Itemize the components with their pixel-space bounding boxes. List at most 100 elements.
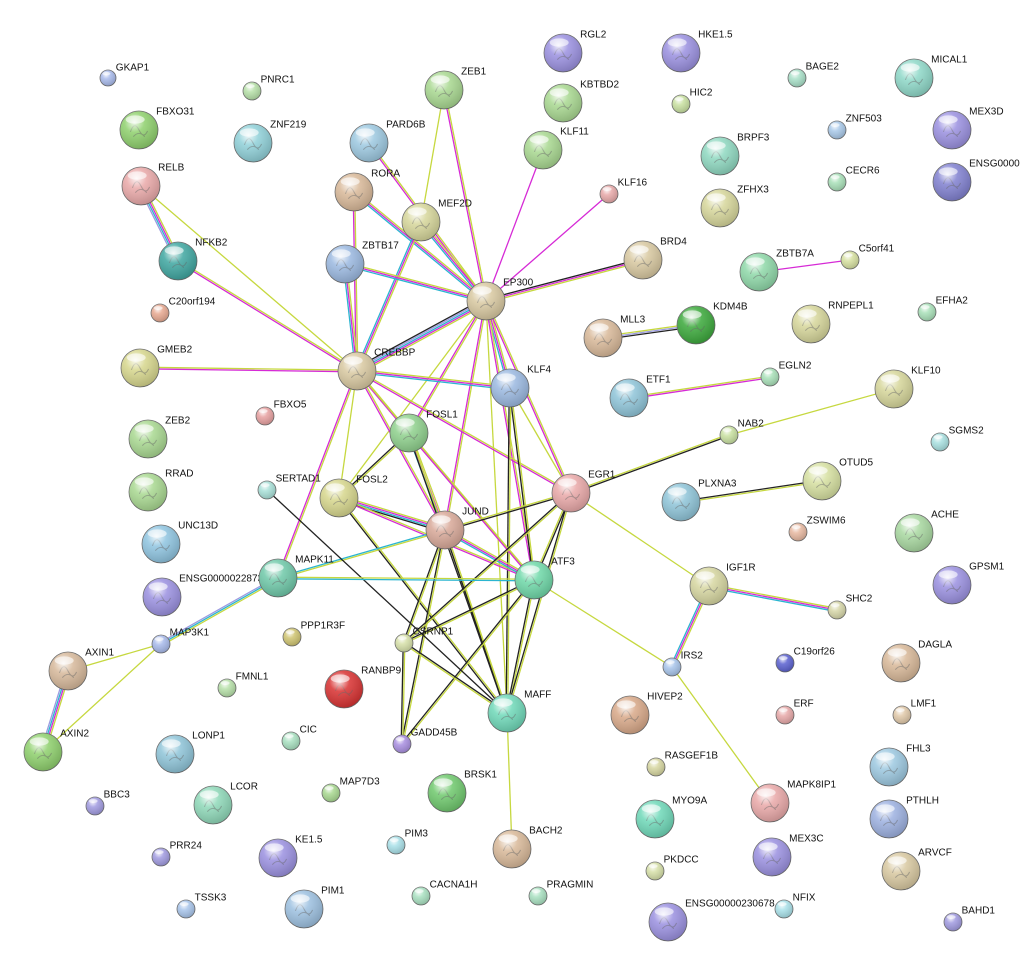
node-HIC2[interactable]: HIC2 (671, 88, 713, 114)
node-KLF4[interactable]: KLF4 (490, 365, 551, 408)
node-SGMS2[interactable]: SGMS2 (930, 426, 984, 452)
node-FMNL1[interactable]: FMNL1 (217, 672, 269, 698)
node-PARD6B[interactable]: PARD6B (349, 120, 426, 163)
node-IRS2[interactable]: IRS2 (662, 651, 703, 677)
node-CSRNP1[interactable]: CSRNP1 (394, 627, 454, 653)
node-MAP7D3[interactable]: MAP7D3 (321, 777, 380, 803)
node-PIM3[interactable]: PIM3 (386, 829, 428, 855)
node-KE1.5[interactable]: KE1.5 (258, 835, 323, 878)
node-ZEB1[interactable]: ZEB1 (424, 67, 487, 110)
node-KLF16[interactable]: KLF16 (599, 178, 648, 204)
node-SERTAD1[interactable]: SERTAD1 (257, 474, 321, 500)
node-PPP1R3F[interactable]: PPP1R3F (282, 621, 345, 647)
node-EGLN2[interactable]: EGLN2 (760, 361, 812, 387)
node-TSSK3[interactable]: TSSK3 (176, 893, 227, 919)
node-NAB2[interactable]: NAB2 (719, 419, 764, 445)
node-GMEB2[interactable]: GMEB2 (120, 345, 193, 388)
node-CREBBP[interactable]: CREBBP (337, 348, 416, 391)
node-MYO9A[interactable]: MYO9A (635, 796, 707, 839)
node-IGF1R[interactable]: IGF1R (689, 563, 756, 606)
node-EP300[interactable]: EP300 (466, 278, 534, 321)
node-CIC[interactable]: CIC (281, 725, 317, 751)
node-MEF2D[interactable]: MEF2D (401, 199, 472, 242)
node-MEX3D[interactable]: MEX3D (932, 107, 1004, 150)
node-C20orf194[interactable]: C20orf194 (150, 297, 216, 323)
node-BAHD1[interactable]: BAHD1 (943, 906, 995, 932)
node-PTHLH[interactable]: PTHLH (869, 796, 939, 839)
node-UNC13D[interactable]: UNC13D (141, 521, 218, 564)
node-RGL2[interactable]: RGL2 (543, 30, 607, 73)
node-PRR24[interactable]: PRR24 (151, 841, 202, 867)
node-CECR6[interactable]: CECR6 (827, 166, 880, 192)
node-HIVEP2[interactable]: HIVEP2 (610, 692, 683, 735)
node-ERF[interactable]: ERF (775, 699, 814, 725)
node-ARVCF[interactable]: ARVCF (881, 848, 952, 891)
node-PRAGMIN[interactable]: PRAGMIN (528, 880, 593, 906)
node-KLF10[interactable]: KLF10 (874, 366, 941, 409)
node-NFIX[interactable]: NFIX (774, 893, 816, 919)
node-MEX3C[interactable]: MEX3C (752, 834, 824, 877)
node-CACNA1H[interactable]: CACNA1H (411, 880, 477, 906)
node-RANBP9[interactable]: RANBP9 (324, 666, 402, 709)
node-KLF11[interactable]: KLF11 (523, 127, 589, 170)
node-JUND[interactable]: JUND (425, 507, 489, 550)
node-MICAL1[interactable]: MICAL1 (894, 55, 968, 98)
node-LCOR[interactable]: LCOR (193, 782, 258, 825)
node-RNPEPL1[interactable]: RNPEPL1 (791, 301, 874, 344)
node-RELB[interactable]: RELB (121, 163, 185, 206)
node-FOSL1[interactable]: FOSL1 (389, 410, 458, 453)
node-ZEB2[interactable]: ZEB2 (128, 416, 191, 459)
node-ETF1[interactable]: ETF1 (609, 375, 671, 418)
node-HKE1.5[interactable]: HKE1.5 (661, 30, 733, 73)
node-BRSK1[interactable]: BRSK1 (427, 770, 497, 813)
node-LMF1[interactable]: LMF1 (892, 699, 937, 725)
node-BAGE2[interactable]: BAGE2 (787, 62, 839, 88)
node-ACHE[interactable]: ACHE (894, 510, 959, 553)
node-ZFHX3[interactable]: ZFHX3 (700, 185, 769, 228)
node-ZBTB17[interactable]: ZBTB17 (325, 241, 399, 284)
node-AXIN1[interactable]: AXIN1 (48, 648, 114, 691)
node-ATF3[interactable]: ATF3 (514, 557, 575, 600)
node-BACH2[interactable]: BACH2 (492, 826, 563, 869)
node-ZSWIM6[interactable]: ZSWIM6 (788, 516, 846, 542)
node-ENSG0000[interactable]: ENSG0000 (932, 159, 1020, 202)
node-RRAD[interactable]: RRAD (128, 469, 193, 512)
node-C5orf41[interactable]: C5orf41 (840, 244, 895, 270)
node-PKDCC[interactable]: PKDCC (645, 855, 699, 881)
node-ENSG00000228736[interactable]: ENSG00000228736 (142, 574, 269, 617)
node-EGR1[interactable]: EGR1 (551, 470, 616, 513)
node-RASGEF1B[interactable]: RASGEF1B (646, 751, 718, 777)
node-NFKB2[interactable]: NFKB2 (158, 238, 228, 281)
node-PIM1[interactable]: PIM1 (284, 886, 345, 929)
node-ZNF503[interactable]: ZNF503 (827, 114, 882, 140)
node-GADD45B[interactable]: GADD45B (392, 728, 458, 754)
node-BRD4[interactable]: BRD4 (623, 237, 687, 280)
node-MAPK8IP1[interactable]: MAPK8IP1 (750, 780, 836, 823)
node-FBXO5[interactable]: FBXO5 (255, 400, 307, 426)
node-BBC3[interactable]: BBC3 (85, 790, 130, 816)
node-C19orf26[interactable]: C19orf26 (775, 647, 835, 673)
node-MAP3K1[interactable]: MAP3K1 (151, 628, 210, 654)
node-DAGLA[interactable]: DAGLA (881, 640, 952, 683)
node-AXIN2[interactable]: AXIN2 (23, 729, 89, 772)
node-GKAP1[interactable]: GKAP1 (99, 62, 150, 87)
node-KBTBD2[interactable]: KBTBD2 (543, 80, 619, 123)
node-FOSL2[interactable]: FOSL2 (319, 475, 388, 518)
node-EFHA2[interactable]: EFHA2 (917, 296, 968, 322)
node-GPSM1[interactable]: GPSM1 (932, 562, 1005, 605)
node-ZNF219[interactable]: ZNF219 (233, 120, 307, 163)
node-MAFF[interactable]: MAFF (487, 690, 551, 733)
node-LONP1[interactable]: LONP1 (155, 731, 225, 774)
node-ZBTB7A[interactable]: ZBTB7A (739, 249, 814, 292)
node-RORA[interactable]: RORA (334, 169, 400, 212)
node-FHL3[interactable]: FHL3 (869, 744, 931, 787)
node-FBXO31[interactable]: FBXO31 (119, 107, 195, 150)
node-MLL3[interactable]: MLL3 (583, 315, 646, 358)
node-OTUD5[interactable]: OTUD5 (802, 458, 873, 501)
node-ENSG00000230678[interactable]: ENSG00000230678 (648, 899, 775, 942)
node-KDM4B[interactable]: KDM4B (676, 302, 748, 345)
node-MAPK11[interactable]: MAPK11 (258, 555, 334, 598)
node-PNRC1[interactable]: PNRC1 (242, 75, 295, 101)
node-SHC2[interactable]: SHC2 (827, 594, 873, 620)
node-BRPF3[interactable]: BRPF3 (700, 133, 770, 176)
